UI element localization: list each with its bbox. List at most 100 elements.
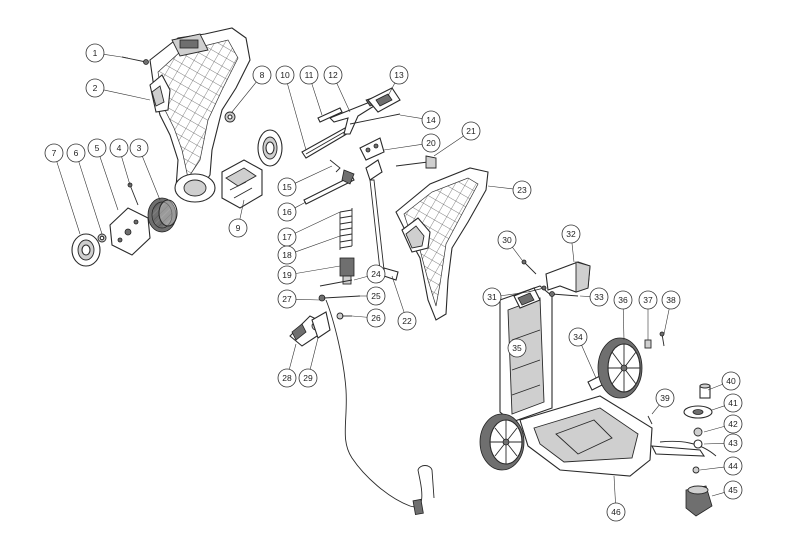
callout-number: 20 <box>426 138 436 148</box>
callout-28: 28 <box>278 369 296 387</box>
callout-number: 16 <box>282 207 292 217</box>
callout-26: 26 <box>367 309 385 327</box>
callout-19: 19 <box>278 266 296 284</box>
callout-number: 22 <box>402 316 412 326</box>
callout-number: 36 <box>618 295 628 305</box>
callout-30: 30 <box>498 231 516 249</box>
leader-line-6 <box>79 162 102 234</box>
callout-5: 5 <box>88 139 106 157</box>
callout-number: 33 <box>594 292 604 302</box>
callout-number: 23 <box>517 185 527 195</box>
callout-number: 43 <box>728 438 738 448</box>
callout-14: 14 <box>422 111 440 129</box>
leader-line-4 <box>122 157 130 185</box>
leader-line-10 <box>287 84 306 150</box>
callout-13: 13 <box>390 66 408 84</box>
callout-number: 18 <box>282 250 292 260</box>
callout-number: 5 <box>95 143 100 153</box>
callout-27: 27 <box>278 290 296 308</box>
callout-24: 24 <box>367 265 385 283</box>
callout-number: 21 <box>466 126 476 136</box>
callout-46: 46 <box>607 503 625 521</box>
callout-number: 6 <box>74 148 79 158</box>
part-21-bolt <box>396 156 436 168</box>
callout-33: 33 <box>590 288 608 306</box>
leader-line-7 <box>57 162 80 234</box>
callout-25: 25 <box>367 287 385 305</box>
leader-line-43 <box>704 443 724 444</box>
callout-29: 29 <box>299 369 317 387</box>
callout-15: 15 <box>278 178 296 196</box>
callout-number: 25 <box>371 291 381 301</box>
callout-20: 20 <box>422 134 440 152</box>
part-6-nut <box>98 234 106 242</box>
leader-line-28 <box>289 344 296 369</box>
part-8-washer <box>225 112 235 122</box>
part-1-screw <box>122 57 149 65</box>
callout-4: 4 <box>110 139 128 157</box>
callout-number: 41 <box>728 398 738 408</box>
leader-line-27 <box>296 299 320 300</box>
callout-number: 17 <box>282 232 292 242</box>
part-3-motor <box>148 198 177 232</box>
leader-line-41 <box>712 406 724 410</box>
leader-line-39 <box>652 405 659 414</box>
callout-44: 44 <box>724 457 742 475</box>
callout-42: 42 <box>724 415 742 433</box>
callout-number: 40 <box>726 376 736 386</box>
callout-number: 12 <box>328 70 338 80</box>
leader-line-46 <box>614 476 616 503</box>
callout-18: 18 <box>278 246 296 264</box>
leader-line-29 <box>310 338 318 369</box>
leader-line-45 <box>712 492 724 496</box>
callout-number: 26 <box>371 313 381 323</box>
callout-number: 27 <box>282 294 292 304</box>
leader-line-12 <box>337 83 350 112</box>
callout-12: 12 <box>324 66 342 84</box>
part-7-gasket <box>72 234 100 266</box>
leader-line-16 <box>295 202 306 208</box>
leader-line-32 <box>572 243 574 262</box>
callout-number: 39 <box>660 393 670 403</box>
callout-number: 37 <box>643 295 653 305</box>
callout-8: 8 <box>253 66 271 84</box>
leader-line-11 <box>312 84 322 115</box>
leader-line-44 <box>700 467 724 470</box>
callout-number: 35 <box>512 343 522 353</box>
part-23-handle-housing <box>396 168 488 320</box>
spray-hose <box>326 300 434 507</box>
callout-number: 44 <box>728 461 738 471</box>
callout-number: 38 <box>666 295 676 305</box>
part-22-rod <box>366 160 398 280</box>
part-39-clip <box>648 416 652 424</box>
callout-7: 7 <box>45 144 63 162</box>
callout-3: 3 <box>130 139 148 157</box>
leader-line-42 <box>704 426 724 432</box>
callout-35: 35 <box>508 339 526 357</box>
part-wheel-left <box>480 414 524 470</box>
part-16-rod <box>304 170 354 204</box>
callout-number: 14 <box>426 115 436 125</box>
leader-line-24 <box>354 276 367 280</box>
part-32-bracket <box>546 262 590 292</box>
callout-number: 3 <box>137 143 142 153</box>
callout-number: 8 <box>260 70 265 80</box>
callout-41: 41 <box>724 394 742 412</box>
callout-number: 19 <box>282 270 292 280</box>
callout-43: 43 <box>724 434 742 452</box>
seal-ring <box>258 130 282 166</box>
callout-number: 45 <box>728 485 738 495</box>
leader-line-3 <box>142 156 160 200</box>
callout-number: 24 <box>371 269 381 279</box>
callout-36: 36 <box>614 291 632 309</box>
callout-number: 29 <box>303 373 313 383</box>
callout-number: 10 <box>280 70 290 80</box>
callout-6: 6 <box>67 144 85 162</box>
leader-line-33 <box>580 296 590 297</box>
callout-number: 31 <box>487 292 497 302</box>
callout-34: 34 <box>569 328 587 346</box>
callout-38: 38 <box>662 291 680 309</box>
leader-line-15 <box>295 166 332 183</box>
callout-number: 30 <box>502 235 512 245</box>
callout-1: 1 <box>86 44 104 62</box>
